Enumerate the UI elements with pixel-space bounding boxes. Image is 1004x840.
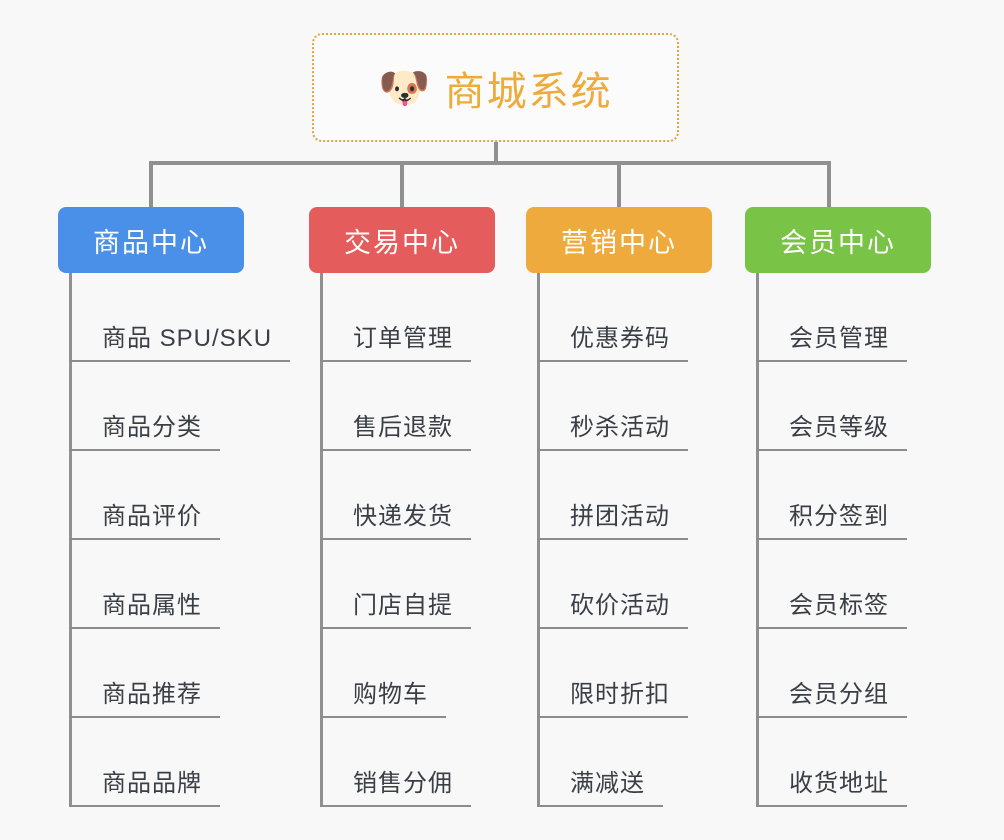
list-item[interactable]: 收货地址 [745,718,931,807]
list-item[interactable]: 优惠券码 [526,273,712,362]
leaf-label: 限时折扣 [570,681,670,708]
branch-header-4[interactable]: 会员中心 [745,207,931,273]
list-item[interactable]: 商品分类 [58,362,290,451]
branch-leaf-list-2: 订单管理 售后退款 快递发货 门店自提 购物车 销售分佣 [309,273,495,807]
connector-drop-branch-4 [827,161,831,207]
leaf-label: 购物车 [353,681,428,708]
leaf-label: 商品评价 [102,503,202,530]
leaf-label: 快递发货 [353,503,453,530]
branch-header-label-4: 会员中心 [780,227,896,258]
branch-spine-1 [69,273,72,807]
root-node[interactable]: 🐶 商城系统 [312,33,679,142]
leaf-label: 收货地址 [789,770,889,797]
list-item[interactable]: 商品品牌 [58,718,290,807]
branch-column-1: 商品中心 商品 SPU/SKU 商品分类 商品评价 商品属性 商品推荐 商品品牌 [58,207,291,807]
branch-header-label-1: 商品中心 [93,227,209,258]
connector-root-stem [494,142,498,165]
leaf-label: 商品属性 [102,592,202,619]
list-item[interactable]: 砍价活动 [526,540,712,629]
list-item[interactable]: 满减送 [526,718,712,807]
branch-spine-2 [320,273,323,807]
list-item[interactable]: 会员标签 [745,540,931,629]
leaf-label: 商品推荐 [102,681,202,708]
list-item[interactable]: 门店自提 [309,540,495,629]
list-item[interactable]: 购物车 [309,629,495,718]
connector-drop-branch-3 [617,161,621,207]
branch-spine-4 [756,273,759,807]
branch-header-3[interactable]: 营销中心 [526,207,712,273]
branch-column-4: 会员中心 会员管理 会员等级 积分签到 会员标签 会员分组 收货地址 [745,207,931,807]
leaf-label: 售后退款 [353,414,453,441]
branch-column-2: 交易中心 订单管理 售后退款 快递发货 门店自提 购物车 销售分佣 [309,207,495,807]
list-item[interactable]: 拼团活动 [526,451,712,540]
list-item[interactable]: 会员分组 [745,629,931,718]
connector-horizontal-bus [149,161,831,165]
list-item[interactable]: 商品推荐 [58,629,290,718]
list-item[interactable]: 会员管理 [745,273,931,362]
list-item[interactable]: 商品评价 [58,451,290,540]
connector-drop-branch-2 [400,161,404,207]
leaf-label: 会员管理 [789,325,889,352]
connector-drop-branch-1 [149,161,153,207]
leaf-label: 拼团活动 [570,503,670,530]
list-item[interactable]: 售后退款 [309,362,495,451]
list-item[interactable]: 商品属性 [58,540,290,629]
leaf-label: 商品 SPU/SKU [102,325,273,352]
leaf-label: 商品品牌 [102,770,202,797]
shiba-dog-emoji: 🐶 [378,63,431,111]
leaf-label: 门店自提 [353,592,453,619]
leaf-label: 会员等级 [789,414,889,441]
leaf-label: 订单管理 [353,325,453,352]
branch-column-3: 营销中心 优惠券码 秒杀活动 拼团活动 砍价活动 限时折扣 满减送 [526,207,712,807]
leaf-label: 会员标签 [789,592,889,619]
leaf-label: 优惠券码 [570,325,670,352]
branch-header-1[interactable]: 商品中心 [58,207,244,273]
list-item[interactable]: 快递发货 [309,451,495,540]
branch-spine-3 [537,273,540,807]
list-item[interactable]: 会员等级 [745,362,931,451]
list-item[interactable]: 积分签到 [745,451,931,540]
branch-header-label-3: 营销中心 [561,227,677,258]
list-item[interactable]: 限时折扣 [526,629,712,718]
list-item[interactable]: 商品 SPU/SKU [58,273,291,362]
leaf-label: 销售分佣 [353,770,453,797]
branch-header-2[interactable]: 交易中心 [309,207,495,273]
branch-leaf-list-4: 会员管理 会员等级 积分签到 会员标签 会员分组 收货地址 [745,273,931,807]
leaf-label: 会员分组 [789,681,889,708]
root-node-label: 商城系统 [444,69,613,114]
branch-leaf-list-1: 商品 SPU/SKU 商品分类 商品评价 商品属性 商品推荐 商品品牌 [58,273,291,807]
branch-leaf-list-3: 优惠券码 秒杀活动 拼团活动 砍价活动 限时折扣 满减送 [526,273,712,807]
list-item[interactable]: 订单管理 [309,273,495,362]
leaf-label: 商品分类 [102,414,202,441]
leaf-label: 满减送 [570,770,645,797]
leaf-label: 秒杀活动 [570,414,670,441]
list-item[interactable]: 秒杀活动 [526,362,712,451]
list-item[interactable]: 销售分佣 [309,718,495,807]
leaf-label: 积分签到 [789,503,889,530]
branch-header-label-2: 交易中心 [344,227,460,258]
leaf-label: 砍价活动 [570,592,670,619]
